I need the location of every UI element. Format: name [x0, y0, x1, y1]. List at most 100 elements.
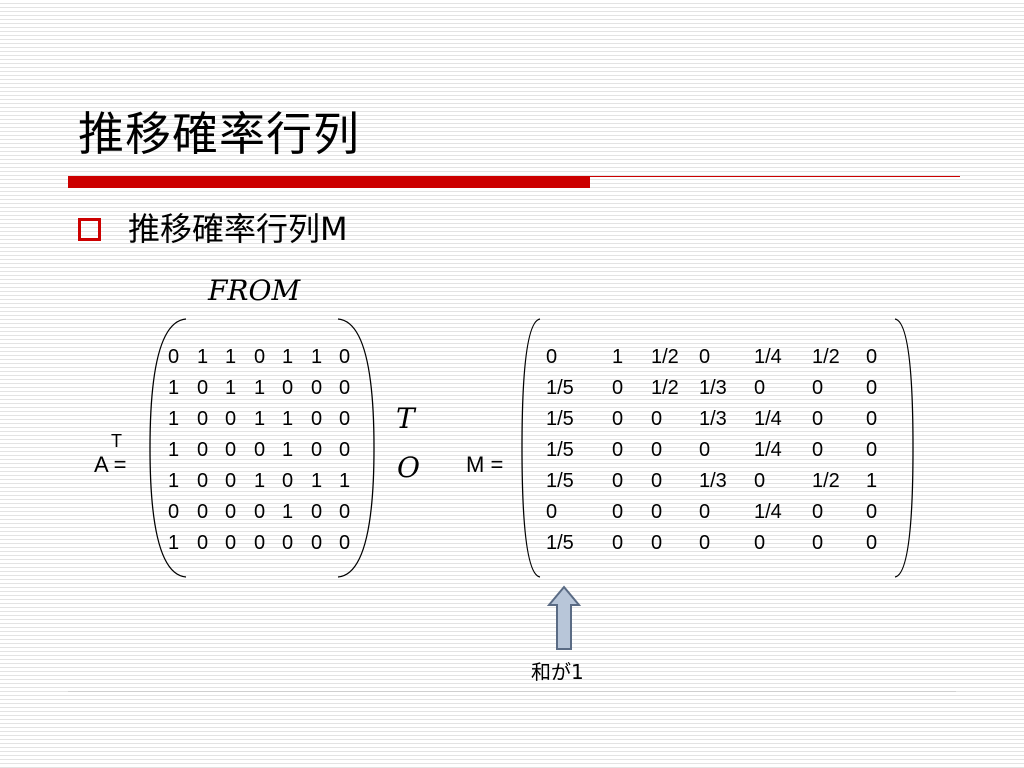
- matrix-cell: 1: [612, 346, 624, 368]
- from-label: FROM: [208, 274, 301, 307]
- matrix-cell: 0: [546, 501, 558, 523]
- matrix-cell: 0: [339, 377, 351, 399]
- matrix-cell: 1: [168, 439, 180, 461]
- matrix-cell: 1/3: [699, 377, 727, 399]
- matrix-cell: 0: [651, 408, 663, 430]
- matrix-cell: 1: [168, 408, 180, 430]
- matrix-cell: 0: [866, 346, 878, 368]
- matrix-cell: 0: [339, 408, 351, 430]
- matrix-cell: 1/2: [651, 377, 679, 399]
- transpose-superscript: T: [111, 431, 122, 451]
- matrix-cell: 0: [866, 501, 878, 523]
- matrix-cell: 0: [612, 470, 624, 492]
- matrix-cell: 0: [612, 408, 624, 430]
- matrix-cell: 1: [282, 501, 294, 523]
- matrix-cell: 0: [866, 377, 878, 399]
- matrix-cell: 1: [282, 346, 294, 368]
- matrix-cell: 0: [197, 532, 209, 554]
- matrix-cell: 1: [254, 377, 266, 399]
- to-label-t: T: [396, 402, 415, 435]
- matrix-cell: 1/4: [754, 439, 782, 461]
- matrix-cell: 0: [282, 470, 294, 492]
- title-underline-thin: [590, 176, 960, 177]
- matrix-cell: 1/4: [754, 408, 782, 430]
- matrix-cell: 1: [168, 532, 180, 554]
- matrix-cell: 0: [225, 501, 237, 523]
- matrix-cell: 1/5: [546, 532, 574, 554]
- matrix-cell: 0: [699, 439, 711, 461]
- matrix-cell: 0: [612, 532, 624, 554]
- matrix-cell: 0: [225, 470, 237, 492]
- matrix-cell: 0: [197, 408, 209, 430]
- matrix-cell: 0: [254, 501, 266, 523]
- matrix-cell: 0: [339, 346, 351, 368]
- matrix-cell: 1: [197, 346, 209, 368]
- matrix-a-left-bracket: [149, 318, 187, 578]
- arrow-note: 和が1: [531, 660, 584, 684]
- matrix-cell: 0: [546, 346, 558, 368]
- matrix-cell: 0: [699, 532, 711, 554]
- matrix-cell: 1: [168, 377, 180, 399]
- matrix-cell: 1/3: [699, 408, 727, 430]
- matrix-cell: 1: [282, 439, 294, 461]
- matrix-m-left-bracket: [521, 318, 541, 578]
- matrix-cell: 1: [225, 377, 237, 399]
- footer-divider: [68, 691, 956, 692]
- to-label-o: O: [397, 451, 420, 484]
- matrix-cell: 0: [612, 501, 624, 523]
- bullet-text: 推移確率行列M: [128, 210, 348, 248]
- matrix-cell: 0: [225, 439, 237, 461]
- matrix-cell: 0: [339, 501, 351, 523]
- matrix-cell: 0: [339, 439, 351, 461]
- matrix-cell: 0: [225, 408, 237, 430]
- matrix-cell: 0: [311, 377, 323, 399]
- matrix-cell: 0: [612, 377, 624, 399]
- matrix-cell: 1: [254, 408, 266, 430]
- up-arrow-icon: [546, 585, 582, 650]
- matrix-cell: 0: [812, 377, 824, 399]
- matrix-cell: 0: [651, 501, 663, 523]
- matrix-cell: 0: [651, 532, 663, 554]
- matrix-cell: 0: [197, 470, 209, 492]
- matrix-cell: 1/2: [812, 470, 840, 492]
- matrix-cell: 0: [168, 346, 180, 368]
- matrix-a-right-bracket: [337, 318, 375, 578]
- matrix-cell: 0: [311, 439, 323, 461]
- matrix-cell: 0: [754, 377, 766, 399]
- matrix-cell: 0: [866, 408, 878, 430]
- matrix-cell: 0: [197, 501, 209, 523]
- matrix-cell: 1/2: [812, 346, 840, 368]
- matrix-cell: 0: [651, 470, 663, 492]
- matrix-cell: 0: [282, 532, 294, 554]
- matrix-cell: 0: [254, 439, 266, 461]
- matrix-cell: 0: [812, 501, 824, 523]
- matrix-m-right-bracket: [894, 318, 914, 578]
- matrix-cell: 0: [311, 408, 323, 430]
- matrix-cell: 0: [612, 439, 624, 461]
- matrix-cell: 1/3: [699, 470, 727, 492]
- title-underline-thick: [68, 176, 590, 188]
- matrix-cell: 0: [225, 532, 237, 554]
- matrix-cell: 1: [225, 346, 237, 368]
- matrix-cell: 1/5: [546, 377, 574, 399]
- matrix-cell: 1: [168, 470, 180, 492]
- matrix-cell: 0: [866, 439, 878, 461]
- matrix-m-label: M =: [466, 452, 504, 477]
- matrix-cell: 0: [812, 408, 824, 430]
- matrix-cell: 1: [311, 470, 323, 492]
- matrix-cell: 0: [699, 501, 711, 523]
- matrix-cell: 1: [311, 346, 323, 368]
- square-bullet-icon: [78, 218, 101, 241]
- matrix-a-label: A =: [94, 452, 127, 477]
- matrix-cell: 1/5: [546, 439, 574, 461]
- matrix-cell: 0: [197, 439, 209, 461]
- matrix-cell: 0: [311, 501, 323, 523]
